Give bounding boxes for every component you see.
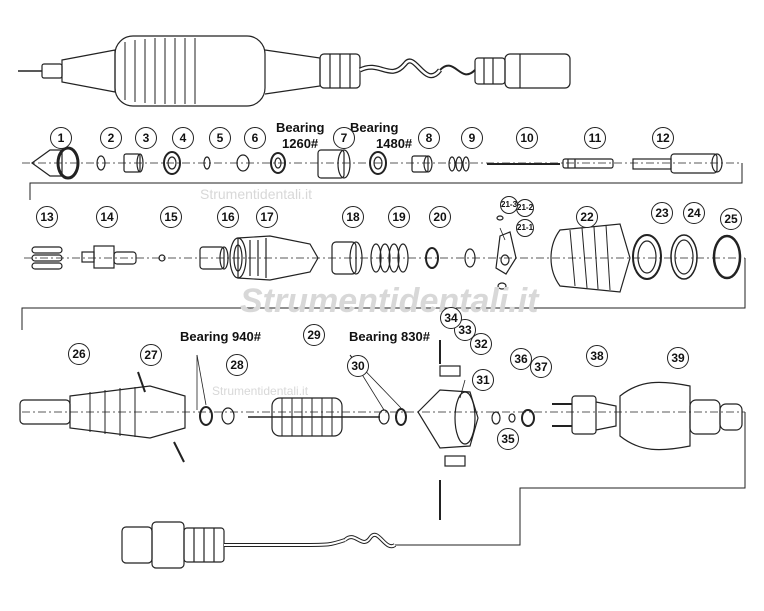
row3-axis [22,411,746,546]
row2-axis [21,257,746,330]
row3-parts [19,340,743,520]
part-callout: 18 [342,206,364,228]
bearing-label: Bearing 940# [180,329,261,344]
part-callout: 28 [226,354,248,376]
bearing-label: Bearing 830# [349,329,430,344]
part-callout: 3 [135,127,157,149]
part-callout: 34 [440,307,462,329]
bearing-label: 1260# [282,136,319,151]
part-callout: 9 [461,127,483,149]
part-callout: 2 [100,127,122,149]
part-callout: 21-1 [516,219,534,237]
bearing-label: Bearing [350,120,399,135]
part-callout: 25 [720,208,742,230]
watermark: Strumentidentali.it [212,384,309,398]
part-callout: 32 [470,333,492,355]
part-callout: 10 [516,127,538,149]
part-callout: 30 [347,355,369,377]
part-callout: 37 [530,356,552,378]
part-callout: 17 [256,206,278,228]
part-callout: 36 [510,348,532,370]
part-callout: 15 [160,206,182,228]
part-callout: 4 [172,127,194,149]
row1-parts [30,146,723,180]
watermark: Strumentidentali.it [240,282,539,320]
part-callout: 1 [50,127,72,149]
part-callout: 8 [418,127,440,149]
bearing-label: 1480# [376,136,413,151]
part-callout: 12 [652,127,674,149]
handpiece-overview [18,35,571,107]
watermark: Strumentidentali.it [200,186,313,202]
part-callout: 16 [217,206,239,228]
part-callout: 29 [303,324,325,346]
part-callout: 21-3 [500,196,518,214]
part-callout: 23 [651,202,673,224]
part-callout: 19 [388,206,410,228]
part-callout: 14 [96,206,118,228]
part-callout: 27 [140,344,162,366]
part-callout: 21-2 [516,199,534,217]
part-callout: 31 [472,369,494,391]
part-callout: 26 [68,343,90,365]
part-callout: 13 [36,206,58,228]
bearing-label: Bearing [276,120,325,135]
part-callout: 39 [667,347,689,369]
part-callout: 11 [584,127,606,149]
part-callout: 20 [429,206,451,228]
part-callout: 6 [244,127,266,149]
part-callout: 24 [683,202,705,224]
part-callout: 7 [333,127,355,149]
part-callout: 35 [497,428,519,450]
part-callout: 38 [586,345,608,367]
row2-parts [31,215,742,293]
cord-and-connector [121,521,397,569]
part-callout: 22 [576,206,598,228]
part-callout: 5 [209,127,231,149]
